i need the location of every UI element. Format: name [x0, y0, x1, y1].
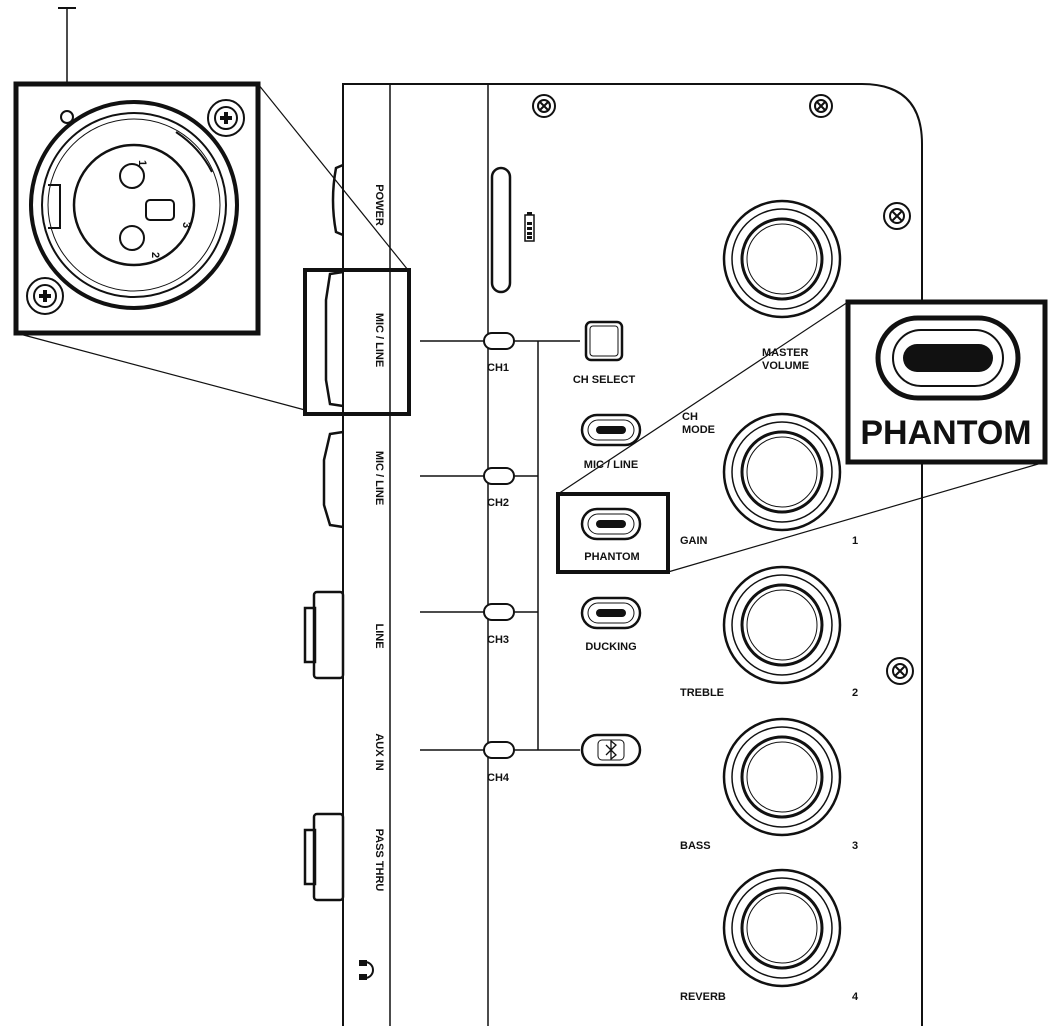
xlr-inner-insert [72, 143, 196, 267]
xlr-zoom-box: 1 2 3 [13, 81, 261, 336]
ducking-button[interactable]: DUCKING [580, 596, 642, 653]
label-ducking-button: DUCKING [585, 641, 636, 653]
xlr-outer-ring [29, 100, 239, 310]
card-slot [490, 166, 512, 294]
power-jack [331, 163, 344, 237]
bluetooth-icon [605, 739, 617, 761]
led-ch2 [483, 467, 515, 485]
label-line: LINE [373, 623, 385, 648]
xlr-indicator-dot [60, 110, 74, 124]
side-labels: POWER MIC / LINE MIC / LINE LINE AUX IN … [373, 184, 385, 891]
battery-icon [524, 212, 535, 242]
knob-labels: MASTER VOLUME CH MODE GAIN TREBLE BASS R… [680, 347, 859, 1003]
mic-line-highlight-box [303, 268, 411, 416]
phantom-button[interactable]: PHANTOM [556, 492, 670, 574]
label-reverb: REVERB [680, 991, 726, 1003]
panel-screws [532, 94, 914, 685]
label-aux-in: AUX IN [373, 733, 385, 770]
mic-line-jack-1 [324, 270, 344, 408]
led-ch1 [483, 332, 515, 350]
panel-body [342, 83, 923, 1026]
mic-line-jack-2 [322, 430, 344, 529]
side-jacks [303, 163, 345, 902]
xlr-screw-icon [26, 277, 64, 315]
knob-number-3: 3 [852, 840, 858, 852]
label-mic-line-1: MIC / LINE [373, 313, 385, 367]
label-mic-line-button: MIC / LINE [584, 459, 638, 471]
xlr-pin-1: 1 [136, 160, 148, 166]
label-pass-thru: PASS THRU [373, 829, 385, 892]
screw-icon [883, 202, 911, 230]
label-mic-line-2: MIC / LINE [373, 451, 385, 505]
knob-number-4: 4 [852, 991, 859, 1003]
phantom-zoom-label: PHANTOM [860, 414, 1031, 452]
gain-knob[interactable] [722, 412, 842, 532]
xlr-pin-3: 3 [180, 222, 192, 228]
phantom-callout-lines [557, 301, 1046, 573]
line-jack [303, 590, 345, 680]
label-master-volume: MASTER VOLUME [762, 347, 812, 372]
screw-icon [532, 94, 556, 118]
channel-leds [483, 332, 515, 759]
bluetooth-button[interactable] [580, 733, 642, 767]
ch-select-button[interactable]: CH SELECT [573, 320, 636, 386]
knob-number-1: 1 [852, 535, 858, 547]
screw-icon [886, 657, 914, 685]
label-ch3: CH3 [487, 634, 509, 646]
label-ch2: CH2 [487, 497, 509, 509]
knob-number-2: 2 [852, 687, 858, 699]
reverb-knob[interactable] [722, 868, 842, 988]
label-treble: TREBLE [680, 687, 724, 699]
led-ch4 [483, 741, 515, 759]
treble-knob[interactable] [722, 565, 842, 685]
xlr-pin-2: 2 [149, 252, 161, 258]
channel-labels: CH1 CH2 CH3 CH4 [487, 362, 510, 784]
headphone-icon [359, 960, 374, 980]
pass-thru-jack [303, 812, 345, 902]
label-bass: BASS [680, 840, 711, 852]
master-volume-knob[interactable] [722, 199, 842, 319]
screw-icon [809, 94, 833, 118]
label-phantom-button: PHANTOM [584, 551, 639, 563]
label-ch-mode: CH MODE [682, 411, 715, 436]
label-power: POWER [373, 184, 385, 226]
knobs [722, 199, 842, 988]
led-ch3 [483, 603, 515, 621]
bass-knob[interactable] [722, 717, 842, 837]
label-ch4: CH4 [487, 772, 510, 784]
label-ch1: CH1 [487, 362, 509, 374]
channel-wiring [420, 340, 580, 751]
mic-line-button[interactable]: MIC / LINE [580, 413, 642, 471]
xlr-screw-icon [207, 99, 245, 137]
phantom-zoom-box: PHANTOM [845, 299, 1048, 465]
label-ch-select: CH SELECT [573, 374, 636, 386]
label-gain: GAIN [680, 535, 708, 547]
